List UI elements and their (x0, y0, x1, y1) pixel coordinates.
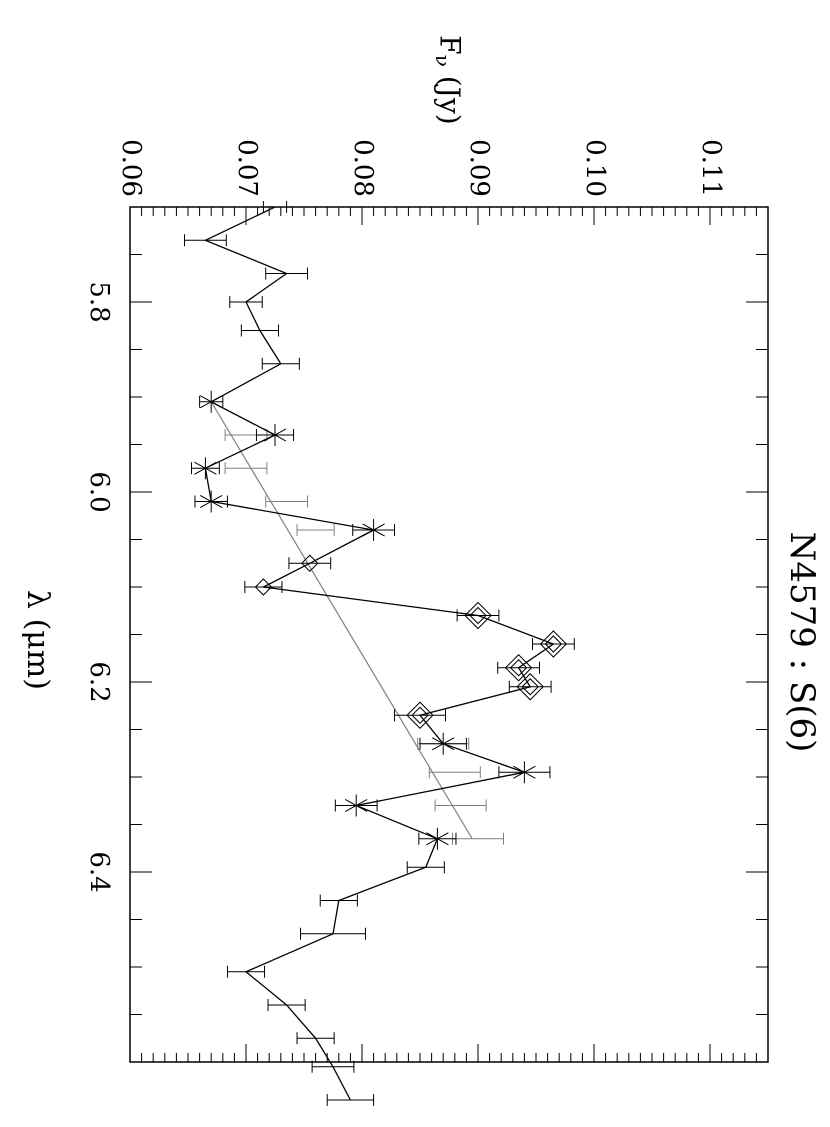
y-tick-label-group: 0.09 (464, 139, 494, 197)
axes-group: 0.06 0.07 0.08 0.09 0.10 0.11 5.8 6.0 6.2 6.4 (84, 139, 769, 1063)
diamond-marker (544, 635, 563, 653)
x-axis-label: λ (μm) (20, 590, 55, 690)
x-tick-label: 6.0 (84, 471, 114, 512)
y-tick-label-group: 0.10 (580, 139, 610, 197)
y-tick-label: 0.11 (696, 139, 726, 197)
diamond-marker (521, 678, 539, 696)
diamond-marker (411, 706, 429, 724)
diamond-marker (509, 659, 528, 677)
diamond-marker-outer (539, 630, 568, 658)
y-tick-label-group: 0.08 (348, 139, 378, 197)
diamond-marker-outer (516, 673, 544, 701)
x-tick-label: 6.4 (84, 851, 114, 892)
y-tick-label-group: 0.06 (116, 139, 146, 197)
spectrum-line (203, 206, 555, 1101)
diamond-marker-outer (406, 701, 434, 729)
chart-title: N4579 : S(6) (782, 532, 822, 753)
x-tick-label: 6.2 (84, 661, 114, 702)
x-tick-label-group: 6.0 (84, 471, 114, 512)
diamond-marker-outer (504, 654, 533, 682)
x-tick-label: 5.8 (84, 281, 114, 322)
xlabel-group: λ (μm) (20, 590, 55, 690)
diamond-marker (301, 554, 319, 572)
diamond-marker (469, 606, 487, 625)
diamond-marker-outer (464, 601, 492, 630)
title-group: N4579 : S(6) (782, 532, 822, 753)
y-tick-label: 0.07 (232, 139, 262, 197)
x-tick-label-group: 6.2 (84, 661, 114, 702)
x-tick-label-group: 5.8 (84, 281, 114, 322)
y-tick-label: 0.09 (464, 139, 494, 197)
y-axis-label: Fν (Jy) (432, 35, 467, 124)
spectrum-group (184, 201, 575, 1106)
diamond-marker (254, 578, 273, 596)
y-tick-label: 0.10 (580, 139, 610, 197)
y-tick-label-group: 0.11 (696, 139, 726, 197)
x-tick-label-group: 6.4 (84, 851, 114, 892)
fit-line (210, 401, 473, 840)
ylabel-group: Fν (Jy) (432, 35, 467, 124)
y-tick-label-group: 0.07 (232, 139, 262, 197)
y-tick-label: 0.06 (116, 139, 146, 197)
y-tick-label: 0.08 (348, 139, 378, 197)
